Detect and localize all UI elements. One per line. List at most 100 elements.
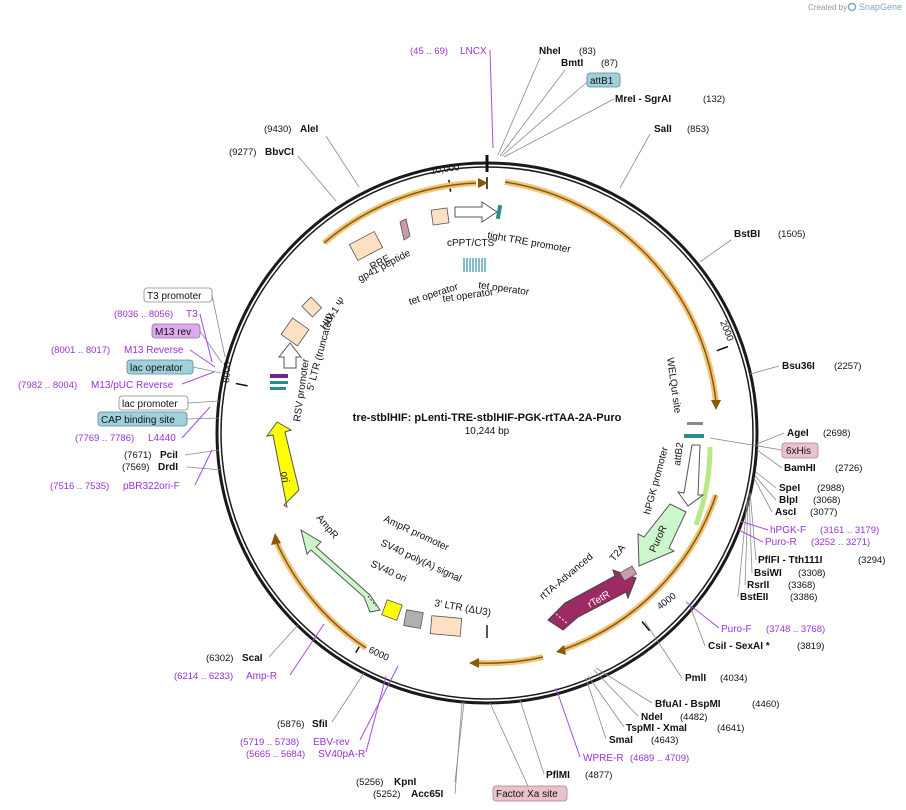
- site-kpni[interactable]: KpnI: [394, 777, 416, 788]
- pleader-amp-r: [289, 623, 325, 676]
- primer-amp-r-pos: (6214 .. 6233): [174, 671, 233, 682]
- primer-wpre-r[interactable]: WPRE-R: [583, 753, 624, 764]
- site-mrei-sgrai-pos: (132): [703, 94, 725, 105]
- feature-labels: tight TRE promoter cPPT/CTS tet operator…: [278, 230, 686, 619]
- primer-ebv-rev[interactable]: EBV-rev: [313, 737, 350, 748]
- leader-acc65i: [454, 701, 463, 795]
- site-mrei-sgrai[interactable]: MreI - SgrAI: [615, 94, 671, 105]
- leader-kpni: [454, 701, 465, 783]
- tick-mark: [716, 345, 729, 352]
- leader-t3-promoter: [211, 294, 226, 358]
- primer-t3[interactable]: T3: [186, 309, 198, 320]
- leader-smai: [585, 677, 607, 740]
- site-pcii[interactable]: PciI: [160, 450, 178, 461]
- site-bsu36i[interactable]: Bsu36I: [782, 361, 815, 372]
- tet-operator-bars: [463, 258, 487, 272]
- site-sali[interactable]: SalI: [654, 124, 672, 135]
- leader-bstbi: [699, 239, 732, 263]
- pleader-m13-puc: [181, 371, 215, 385]
- feature-label-ori: ori: [278, 471, 291, 484]
- site-scai-pos: (6302): [206, 653, 233, 664]
- leader-pcii: [184, 449, 220, 456]
- site-ndei[interactable]: NdeI: [641, 712, 663, 723]
- leader-sali: [619, 133, 651, 189]
- plasmid-length: 10,244 bp: [465, 426, 510, 437]
- orf-arc-lower-left-line: [275, 540, 367, 649]
- primer-sv40pa-r[interactable]: SV40pA-R: [318, 749, 365, 760]
- created-by-label: Created by: [808, 3, 847, 12]
- site-bstbi[interactable]: BstBI: [734, 229, 760, 240]
- site-bfuai-bspmi[interactable]: BfuAI - BspMI: [655, 699, 721, 710]
- site-drdi[interactable]: DrdI: [158, 462, 178, 473]
- leader-bfuai: [595, 667, 653, 704]
- leader-pflfi: [749, 491, 757, 561]
- site-spei-pos: (2988): [817, 483, 844, 494]
- lac-bar-3: [270, 387, 286, 390]
- restriction-labels[interactable]: NheI (83) BmtI (87) MreI - SgrAI (132) S…: [122, 46, 885, 800]
- primer-labels[interactable]: (45 .. 69) LNCX hPGK-F (3161 .. 3179) Pu…: [18, 46, 879, 764]
- site-bsiwi[interactable]: BsiWI: [754, 568, 782, 579]
- site-csii-sexai[interactable]: CsiI - SexAI *: [708, 641, 770, 652]
- ltr5-box: [280, 317, 310, 347]
- primer-hpgk-f[interactable]: hPGK-F: [770, 525, 806, 536]
- site-pflfi-tth111i[interactable]: PflFI - Tth111I: [758, 555, 823, 566]
- leader-bsu36i: [749, 365, 780, 375]
- ampr-promoter-box: [381, 599, 403, 621]
- site-agei-pos: (2698): [823, 428, 850, 439]
- site-bbvci[interactable]: BbvCI: [265, 147, 294, 158]
- site-tspmi-xmai[interactable]: TspMI - XmaI: [626, 723, 687, 734]
- site-bsiwi-pos: (3308): [798, 568, 825, 579]
- ori-glyph: [265, 421, 300, 509]
- primer-sv40pa-r-pos: (5665 .. 5684): [246, 749, 305, 760]
- site-nhei[interactable]: NheI: [539, 46, 561, 57]
- site-rsrii[interactable]: RsrII: [747, 580, 769, 591]
- leader-bmti: [499, 69, 566, 157]
- site-agei[interactable]: AgeI: [787, 428, 809, 439]
- leader-attb1: [501, 81, 588, 157]
- primer-l4440[interactable]: L4440: [148, 433, 176, 444]
- primer-lncx[interactable]: LNCX: [460, 46, 487, 57]
- tick-label: 10,000: [430, 162, 460, 177]
- primer-puro-f-pos: (3748 .. 3768): [766, 624, 825, 635]
- primer-puro-r[interactable]: Puro-R: [765, 537, 797, 548]
- site-asci[interactable]: AscI: [775, 507, 796, 518]
- box-factor-xa[interactable]: [492, 785, 568, 802]
- site-pflmi[interactable]: PflMI: [546, 770, 570, 781]
- box-attb1[interactable]: [586, 72, 621, 88]
- primer-puro-f[interactable]: Puro-F: [721, 624, 752, 635]
- site-blpi[interactable]: BlpI: [779, 495, 798, 506]
- pleader-sv40pa-r: [365, 675, 387, 753]
- site-pmli[interactable]: PmlI: [685, 673, 706, 684]
- site-bsu36i-pos: (2257): [834, 361, 861, 372]
- rre-box: [348, 230, 384, 262]
- site-drdi-pos: (7569): [122, 462, 149, 473]
- site-sfii[interactable]: SfiI: [312, 719, 328, 730]
- site-spei[interactable]: SpeI: [779, 483, 800, 494]
- site-scai[interactable]: ScaI: [242, 653, 263, 664]
- site-acc65i-pos: (5252): [373, 789, 400, 800]
- primer-m13-reverse[interactable]: M13 Reverse: [124, 345, 184, 356]
- ltr3-box: [429, 615, 463, 637]
- primer-amp-r[interactable]: Amp-R: [246, 671, 277, 682]
- site-bsteii[interactable]: BstEII: [740, 592, 769, 603]
- tre-promoter-arrow: [454, 201, 498, 223]
- box-6xhis[interactable]: [781, 442, 819, 459]
- site-bamhi[interactable]: BamHI: [784, 463, 816, 474]
- boxed-labels[interactable]: attB1 6xHis Factor Xa site T3 promoter M…: [97, 72, 819, 802]
- site-smai[interactable]: SmaI: [609, 735, 633, 746]
- orf-arc-top-left-line: [323, 182, 477, 244]
- site-pflmi-pos: (4877): [585, 770, 612, 781]
- primer-m13-puc-reverse[interactable]: M13/pUC Reverse: [91, 380, 174, 391]
- plasmid-title: tre-stblHIF: pLenti-TRE-stblHIF-PGK-rtTA…: [353, 412, 622, 424]
- orf-arc-lower-right-line: [561, 494, 717, 651]
- primer-wpre-r-pos: (4689 .. 4709): [630, 753, 689, 764]
- hpgk-promoter-arrow: [676, 444, 705, 507]
- site-sali-pos: (853): [687, 124, 709, 135]
- site-bmti[interactable]: BmtI: [561, 58, 583, 69]
- site-alei[interactable]: AleI: [300, 124, 319, 135]
- site-acc65i[interactable]: Acc65I: [411, 789, 443, 800]
- primer-pbr322ori-f[interactable]: pBR322ori-F: [123, 481, 180, 492]
- leader-bamhi: [756, 449, 783, 469]
- pleader-puro-r: [738, 529, 764, 543]
- leader-bbvci: [297, 155, 337, 202]
